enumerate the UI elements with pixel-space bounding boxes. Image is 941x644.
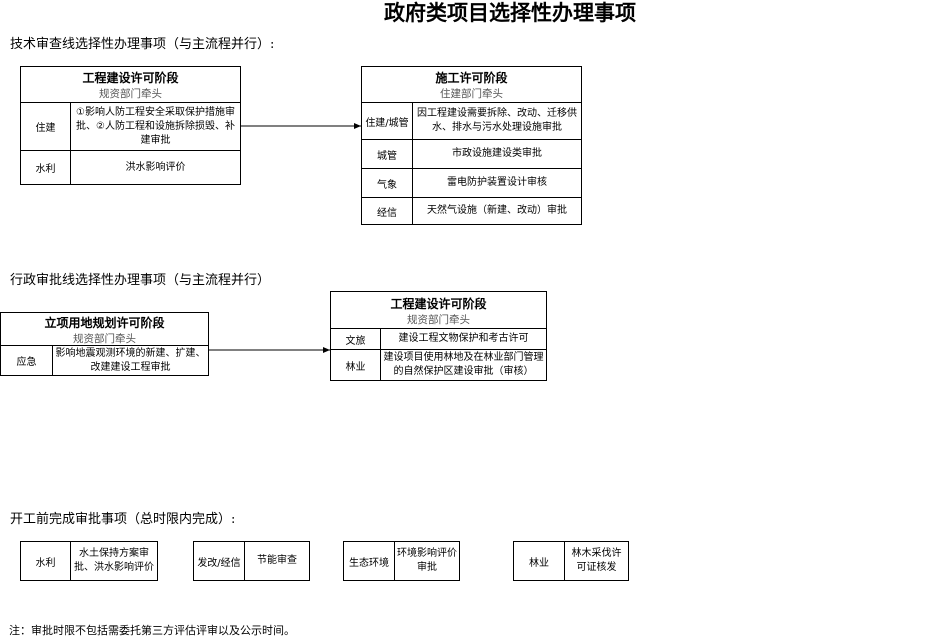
s2-land-planning-box: 立项用地规划许可阶段 规资部门牵头 应急 影响地震观测环境的新建、扩建、改建建设… bbox=[0, 312, 209, 376]
box-header: 立项用地规划许可阶段 规资部门牵头 bbox=[1, 313, 208, 346]
box-title: 施工许可阶段 bbox=[435, 71, 508, 85]
box-subtitle: 住建部门牵头 bbox=[440, 88, 503, 100]
box-title: 工程建设许可阶段 bbox=[390, 297, 487, 311]
footnote: 注：审批时限不包括需委托第三方评估评审以及公示时间。 bbox=[9, 624, 295, 637]
dept-cell: 城管 bbox=[362, 140, 413, 168]
box-subtitle: 规资部门牵头 bbox=[99, 88, 162, 100]
dept-cell: 生态环境 bbox=[344, 542, 395, 580]
item-cell: 节能审查 bbox=[257, 555, 297, 566]
item-cell: 建设项目使用林地及在林业部门管理的自然保护区建设审批（审核） bbox=[383, 352, 544, 377]
s3-item-box: 发改/经信 节能审查 bbox=[193, 541, 310, 581]
table-row: 城管 市政设施建设类审批 bbox=[362, 139, 581, 168]
table-row: 水利 洪水影响评价 bbox=[21, 150, 240, 184]
dept-cell: 林业 bbox=[514, 542, 565, 580]
dept-cell: 林业 bbox=[331, 350, 381, 380]
box-subtitle: 规资部门牵头 bbox=[73, 333, 136, 345]
item-cell: 天然气设施（新建、改动）审批 bbox=[427, 205, 567, 216]
s3-item-box: 水利 水土保持方案审批、洪水影响评价 bbox=[20, 541, 158, 581]
item-cell: 洪水影响评价 bbox=[125, 161, 186, 173]
item-cell: 市政设施建设类审批 bbox=[452, 148, 542, 159]
item-cell: 林木采伐许可证核发 bbox=[571, 548, 622, 573]
box-header: 工程建设许可阶段 规资部门牵头 bbox=[331, 292, 546, 329]
dept-cell: 经信 bbox=[362, 198, 413, 224]
item-cell: 雷电防护装置设计审核 bbox=[447, 177, 547, 188]
box-header: 工程建设许可阶段 规资部门牵头 bbox=[21, 67, 240, 103]
box-header: 施工许可阶段 住建部门牵头 bbox=[362, 67, 581, 103]
dept-cell: 发改/经信 bbox=[194, 542, 245, 580]
page-title: 政府类项目选择性办理事项 bbox=[384, 0, 636, 25]
box-title: 工程建设许可阶段 bbox=[82, 71, 179, 85]
s2-engineering-permit-box: 工程建设许可阶段 规资部门牵头 文旅 建设工程文物保护和考古许可 林业 建设项目… bbox=[330, 291, 547, 381]
table-row: 林业 建设项目使用林地及在林业部门管理的自然保护区建设审批（审核） bbox=[331, 349, 546, 380]
item-cell: 建设工程文物保护和考古许可 bbox=[398, 333, 529, 344]
section1-label: 技术审查线选择性办理事项（与主流程并行）: bbox=[10, 37, 275, 52]
table-row: 文旅 建设工程文物保护和考古许可 bbox=[331, 329, 546, 349]
s1-construction-permit-box: 施工许可阶段 住建部门牵头 住建/城管 因工程建设需要拆除、改动、迁移供水、排水… bbox=[361, 66, 582, 225]
section2-label: 行政审批线选择性办理事项（与主流程并行） bbox=[10, 273, 271, 288]
dept-cell: 应急 bbox=[1, 346, 53, 375]
table-row: 住建/城管 因工程建设需要拆除、改动、迁移供水、排水与污水处理设施审批 bbox=[362, 103, 581, 139]
table-row: 住建 ①影响人防工程安全采取保护措施审批、②人防工程和设施拆除损毁、补建审批 bbox=[21, 103, 240, 150]
dept-cell: 住建 bbox=[21, 103, 71, 150]
s3-item-box: 生态环境 环境影响评价审批 bbox=[343, 541, 460, 581]
dept-cell: 气象 bbox=[362, 169, 413, 197]
dept-cell: 水利 bbox=[21, 151, 71, 184]
dept-cell: 水利 bbox=[21, 542, 71, 580]
item-cell: 影响地震观测环境的新建、扩建、改建建设工程审批 bbox=[55, 347, 206, 373]
item-cell: 水土保持方案审批、洪水影响评价 bbox=[74, 548, 154, 573]
dept-cell: 文旅 bbox=[331, 329, 381, 349]
table-row: 应急 影响地震观测环境的新建、扩建、改建建设工程审批 bbox=[1, 346, 208, 375]
box-title: 立项用地规划许可阶段 bbox=[44, 316, 165, 330]
item-cell: ①影响人防工程安全采取保护措施审批、②人防工程和设施拆除损毁、补建审批 bbox=[76, 106, 235, 146]
table-row: 经信 天然气设施（新建、改动）审批 bbox=[362, 197, 581, 224]
box-subtitle: 规资部门牵头 bbox=[407, 314, 470, 326]
table-row: 气象 雷电防护装置设计审核 bbox=[362, 168, 581, 197]
s1-engineering-permit-box: 工程建设许可阶段 规资部门牵头 住建 ①影响人防工程安全采取保护措施审批、②人防… bbox=[20, 66, 241, 185]
item-cell: 环境影响评价审批 bbox=[397, 548, 457, 573]
dept-cell: 住建/城管 bbox=[362, 103, 413, 139]
s3-item-box: 林业 林木采伐许可证核发 bbox=[513, 541, 629, 581]
section3-label: 开工前完成审批事项（总时限内完成）: bbox=[10, 512, 236, 527]
item-cell: 因工程建设需要拆除、改动、迁移供水、排水与污水处理设施审批 bbox=[417, 108, 577, 133]
